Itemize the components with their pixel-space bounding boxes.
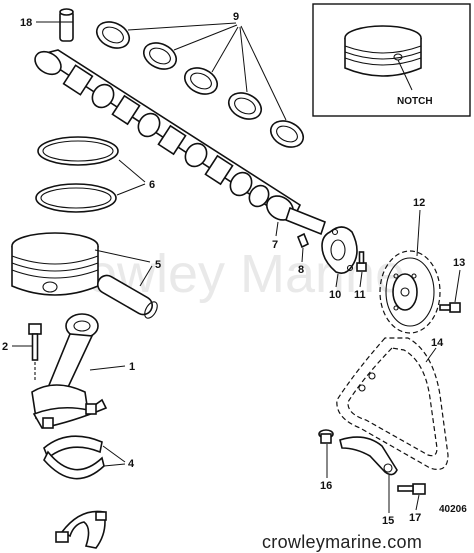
- callout-7: 7: [272, 239, 278, 251]
- callout-18: 18: [20, 17, 32, 29]
- part-10-thrust-plate: [321, 226, 358, 288]
- website-credit: crowleymarine.com: [262, 532, 422, 552]
- part-1-connecting-rod: [31, 313, 126, 429]
- part-6-piston-rings: [35, 136, 146, 213]
- callout-9: 9: [233, 11, 239, 23]
- callout-13: 13: [453, 257, 465, 269]
- callout-8: 8: [298, 264, 304, 276]
- callout-2: 2: [2, 341, 8, 353]
- part-4-rod-bearings: [43, 435, 126, 480]
- part-2-rod-bolt: [12, 323, 42, 380]
- rod-cap: [55, 510, 107, 549]
- callout-labels: 9 18 6 5 1 2 4 7 8 10 11 12 13 14 16 15 …: [2, 11, 465, 527]
- part-7-camshaft: [34, 49, 326, 237]
- part-17-bolt: [397, 483, 426, 511]
- figure-number: 40206: [439, 504, 467, 515]
- callout-17: 17: [409, 512, 421, 524]
- part-11-bolt: [356, 251, 367, 288]
- part-18-plug: [36, 8, 74, 42]
- part-9-cam-bearings: [95, 21, 305, 148]
- callout-4: 4: [128, 458, 135, 470]
- part-5-piston-and-pin: [11, 232, 158, 319]
- piston-notch-inset: NOTCH: [312, 3, 471, 117]
- callout-15: 15: [382, 515, 394, 527]
- part-14-timing-chain: [336, 337, 449, 471]
- callout-10: 10: [329, 289, 341, 301]
- part-12-cam-sprocket: [379, 209, 441, 334]
- callout-1: 1: [129, 361, 135, 373]
- callout-12: 12: [413, 197, 425, 209]
- callout-16: 16: [320, 480, 332, 492]
- part-15-tensioner-shoe: [339, 436, 398, 513]
- part-16-pivot-bolt: [318, 429, 334, 478]
- callout-11: 11: [354, 289, 366, 301]
- part-8-key: [296, 232, 310, 263]
- callout-14: 14: [431, 337, 444, 349]
- callout-6: 6: [149, 179, 155, 191]
- part-13-bolt: [439, 269, 461, 313]
- callout-5: 5: [155, 259, 161, 271]
- notch-label: NOTCH: [397, 96, 433, 107]
